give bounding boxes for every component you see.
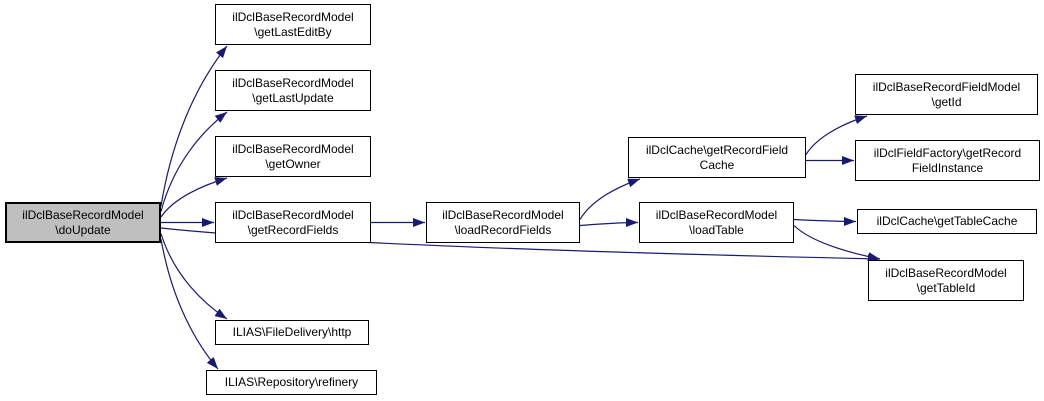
edge-doUpdate-to-getLastEditBy	[160, 45, 228, 207]
node-http[interactable]: ILIAS\FileDelivery\http	[215, 320, 369, 345]
edge-loadRecordFields-to-loadTable	[579, 218, 639, 228]
node-getTableId[interactable]: ilDclBaseRecordModel\getTableId	[868, 260, 1024, 301]
node-label-line: ilDclBaseRecordFieldModel	[872, 79, 1021, 94]
node-loadTable[interactable]: ilDclBaseRecordModel\loadTable	[639, 202, 794, 243]
node-label-line: ilDclBaseRecordModel	[232, 75, 354, 90]
node-label-line: \getTableId	[916, 280, 976, 295]
node-refinery[interactable]: ILIAS\Repository\refinery	[206, 370, 377, 395]
node-label-line: ilDclCache\getTableCache	[876, 214, 1018, 228]
node-getTableCache[interactable]: ilDclCache\getTableCache	[857, 209, 1037, 234]
node-label-line: ilDclCache\getRecordField	[645, 142, 789, 157]
edge-doUpdate-to-http	[160, 233, 228, 320]
node-label-line: ILIAS\FileDelivery\http	[232, 325, 352, 339]
edge-loadTable-to-getTableId	[793, 225, 881, 262]
node-label-line: \getOwner	[265, 156, 321, 171]
node-label-line: FieldInstance	[911, 160, 984, 175]
node-getLastUpdate[interactable]: ilDclBaseRecordModel\getLastUpdate	[215, 70, 371, 111]
node-getRecordFields[interactable]: ilDclBaseRecordModel\getRecordFields	[215, 202, 371, 243]
node-getOwner[interactable]: ilDclBaseRecordModel\getOwner	[215, 136, 371, 177]
edge-doUpdate-to-getLastUpdate	[160, 111, 228, 212]
node-label-line: ilDclBaseRecordModel	[442, 207, 564, 222]
node-label-line: ilDclBaseRecordModel	[885, 265, 1007, 280]
node-doUpdate[interactable]: ilDclBaseRecordModel\doUpdate	[5, 202, 161, 243]
edge-loadTable-to-getTableCache	[793, 216, 857, 226]
edge-getRecordFieldCache-to-getId	[805, 115, 868, 155]
node-label-line: \loadTable	[689, 222, 744, 237]
node-label-line: \doUpdate	[55, 222, 111, 237]
node-label-line: ilDclBaseRecordModel	[232, 9, 354, 24]
node-label-line: ILIAS\Repository\refinery	[224, 375, 359, 389]
node-label-line: Cache	[699, 157, 735, 172]
node-label-line: ilDclBaseRecordModel	[22, 207, 144, 222]
edge-loadRecordFields-to-getRecordFieldCache	[579, 178, 641, 220]
node-label-line: ilDclFieldFactory\getRecord	[873, 145, 1022, 160]
node-getId[interactable]: ilDclBaseRecordFieldModel\getId	[855, 74, 1038, 115]
node-label-line: \getId	[931, 94, 962, 109]
node-label-line: ilDclBaseRecordModel	[232, 141, 354, 156]
edge-doUpdate-to-getOwner	[160, 177, 228, 218]
node-label-line: \getRecordFields	[247, 222, 339, 237]
node-label-line: \getLastEditBy	[254, 24, 332, 39]
node-loadRecordFields[interactable]: ilDclBaseRecordModel\loadRecordFields	[426, 202, 580, 243]
node-label-line: \loadRecordFields	[454, 222, 552, 237]
node-label-line: \getLastUpdate	[252, 90, 334, 105]
node-label-line: ilDclBaseRecordModel	[655, 207, 778, 222]
node-getLastEditBy[interactable]: ilDclBaseRecordModel\getLastEditBy	[215, 4, 371, 45]
edge-doUpdate-to-refinery	[160, 238, 219, 370]
node-label-line: ilDclBaseRecordModel	[232, 207, 354, 222]
